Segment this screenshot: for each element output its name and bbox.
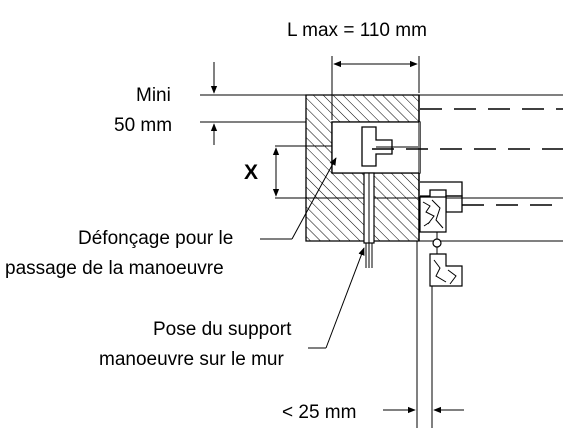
support-bracket bbox=[361, 126, 418, 167]
lmax-label: L max = 110 mm bbox=[287, 20, 427, 41]
lmax-dimension bbox=[331, 56, 420, 120]
mini-label-line2: 50 mm bbox=[114, 115, 172, 136]
defoncage-label-line1: Défonçage pour le bbox=[78, 228, 233, 249]
defoncage-label-line2: passage de la manoeuvre bbox=[5, 258, 224, 279]
pose-leader bbox=[308, 247, 365, 349]
defoncage-leader bbox=[260, 157, 337, 240]
reference-lines bbox=[200, 94, 563, 242]
operating-rod bbox=[363, 172, 375, 268]
mini-label-line1: Mini bbox=[136, 85, 171, 106]
wall-lintel bbox=[305, 94, 421, 242]
x-label: X bbox=[244, 161, 258, 184]
dashed-lines bbox=[372, 108, 563, 206]
gap-label: < 25 mm bbox=[282, 402, 356, 423]
pose-label-line1: Pose du support bbox=[153, 319, 292, 340]
window-frame bbox=[416, 181, 463, 428]
pose-label-line2: manoeuvre sur le mur bbox=[99, 349, 284, 370]
